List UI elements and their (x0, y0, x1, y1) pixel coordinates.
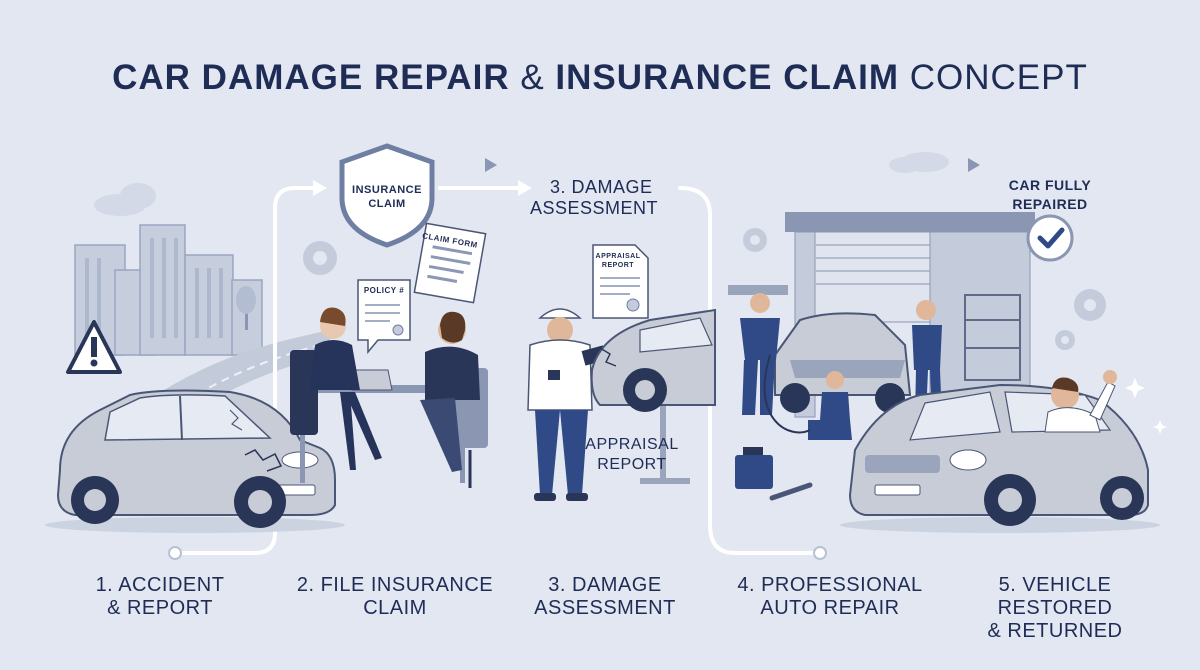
title-ampersand: & (509, 58, 556, 97)
shield-icon (339, 143, 435, 248)
car-on-lift (590, 308, 716, 484)
checkmark-icon (1026, 214, 1074, 262)
step-4-line2: AUTO REPAIR (760, 597, 900, 619)
step-2-line2: CLAIM (363, 597, 427, 619)
gear-icon (303, 241, 337, 275)
sparkle-icon (1125, 378, 1167, 434)
fully-repaired-label: CAR FULLY REPAIRED (985, 176, 1115, 214)
policy-text: POLICY # (363, 286, 405, 295)
appraisal-doc-line1: APPRAISAL (595, 253, 641, 260)
damaged-car (45, 389, 345, 533)
warning-icon (66, 320, 122, 374)
mechanic (808, 371, 852, 440)
step-1-label: 1. ACCIDENT & REPORT (45, 574, 275, 620)
insurance-agent (310, 307, 382, 470)
shield-label-line2: CLAIM (368, 198, 406, 210)
appraisal-report-label: APPRAISAL REPORT (582, 435, 682, 475)
policy-label: POLICY # (358, 286, 410, 295)
shield-label: INSURANCE CLAIM (342, 183, 432, 211)
assessment-heading-line2: ASSESSMENT (530, 198, 659, 218)
appraisal-doc-line2: REPORT (601, 262, 635, 269)
shield-label-line1: INSURANCE (352, 184, 422, 196)
happy-driver (1044, 370, 1117, 433)
appraisal-label-line2: REPORT (597, 456, 667, 473)
title-part-insurance: INSURANCE CLAIM (555, 58, 900, 97)
damage-inspector (527, 308, 607, 501)
wrench-icon (769, 482, 813, 501)
tool-shelf (964, 294, 1021, 381)
step-5-line1: 5. VEHICLE RESTORED (997, 574, 1113, 619)
step-1-line1: 1. ACCIDENT (95, 574, 225, 596)
fully-repaired-line1: CAR FULLY (1008, 177, 1092, 193)
page-title: CAR DAMAGE REPAIR & INSURANCE CLAIM CONC… (0, 58, 1200, 98)
flow-nodes (168, 546, 827, 560)
car-in-repair (774, 312, 912, 413)
step-3-line1: 3. DAMAGE (548, 574, 662, 596)
claim-form-document (413, 222, 487, 304)
step-4-line1: 4. PROFESSIONAL (737, 574, 923, 596)
step-1-line2: & REPORT (107, 597, 213, 619)
play-arrow-icon (485, 158, 497, 172)
step-3-line2: ASSESSMENT (534, 597, 676, 619)
title-part-concept: CONCEPT (899, 58, 1088, 97)
step-2-line1: 2. FILE INSURANCE (296, 574, 494, 596)
play-arrow-icon (968, 158, 980, 172)
title-part-repair: CAR DAMAGE REPAIR (112, 58, 510, 97)
mechanic (740, 293, 780, 415)
customer (420, 311, 480, 472)
policy-document (357, 279, 411, 355)
tree (236, 286, 256, 330)
gear-icon (1055, 289, 1106, 350)
cloud-icon (94, 152, 949, 216)
process-flow-line (173, 186, 822, 555)
building-windows (85, 238, 223, 338)
step-5-line2: & RETURNED (987, 620, 1123, 642)
step-5-label: 5. VEHICLE RESTORED & RETURNED (940, 574, 1170, 643)
flow-arrowheads (313, 180, 532, 196)
appraisal-doc-label: APPRAISAL REPORT (593, 252, 643, 270)
paint-can (735, 447, 773, 489)
appraisal-label-line1: APPRAISAL (585, 436, 679, 453)
step-2-label: 2. FILE INSURANCE CLAIM (280, 574, 510, 620)
step-3-label: 3. DAMAGE ASSESSMENT (490, 574, 720, 620)
air-hose (763, 354, 811, 434)
appraisal-report-document (592, 244, 649, 319)
gear-icon (743, 228, 767, 252)
assessment-heading: 3. DAMAGE ASSESSMENT (530, 177, 700, 219)
step-4-label: 4. PROFESSIONAL AUTO REPAIR (715, 574, 945, 620)
fully-repaired-line2: REPAIRED (1012, 196, 1088, 212)
assessment-heading-line1: 3. DAMAGE (550, 177, 653, 197)
